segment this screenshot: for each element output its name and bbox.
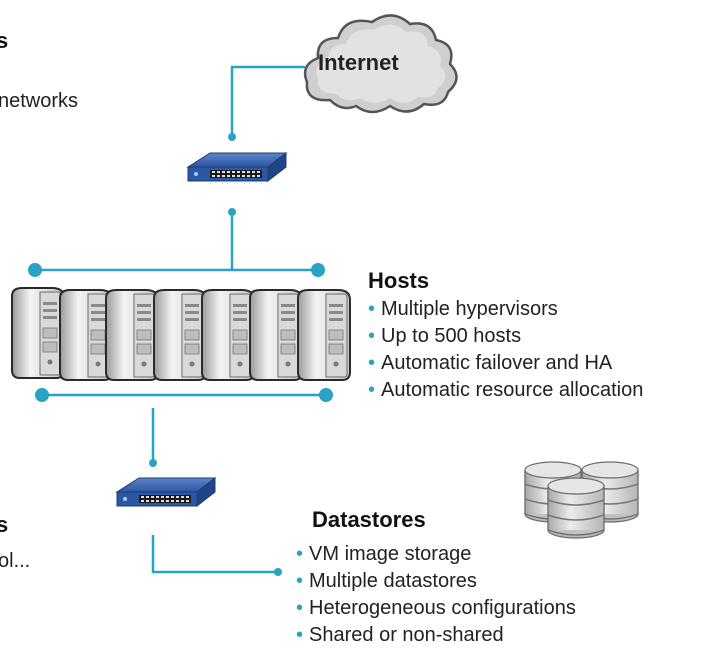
list-item: •Automatic resource allocation [368, 379, 644, 401]
bullet-icon: • [296, 624, 304, 646]
list-item: •Shared or non-shared [296, 624, 504, 646]
server-tower-icon [297, 289, 351, 381]
list-item: •Heterogeneous configurations [296, 597, 576, 619]
left-cut-bottom-heading: s [0, 512, 9, 537]
list-item: •Multiple hypervisors [368, 298, 558, 320]
server-tower-icon [153, 289, 207, 381]
left-cut-bottom-text: ol... [0, 550, 31, 572]
server-tower-icon [201, 289, 255, 381]
bullet-icon: • [296, 570, 304, 592]
server-tower-icon [105, 289, 159, 381]
hosts-section: Hosts •Multiple hypervisors •Up to 500 h… [368, 268, 643, 404]
bullet-icon: • [296, 543, 304, 565]
internet-link-line [230, 65, 305, 137]
server-tower-icon [11, 287, 65, 379]
list-item: •Automatic failover and HA [368, 352, 613, 374]
bullet-icon: • [368, 325, 376, 347]
datastores-section: Datastores •VM image storage •Multiple d… [296, 507, 576, 649]
server-tower-icon [59, 289, 113, 381]
datastores-list: •VM image storage •Multiple datastores •… [296, 541, 576, 649]
left-cut-top-heading: s [0, 28, 9, 53]
bullet-icon: • [296, 597, 304, 619]
bullet-icon: • [368, 379, 376, 401]
host-servers [11, 287, 351, 381]
hosts-heading: Hosts [368, 268, 430, 293]
list-item: •Multiple datastores [296, 570, 477, 592]
bullet-icon: • [368, 298, 376, 320]
network-switch-icon [116, 477, 216, 507]
left-cut-top-text: networks [0, 90, 79, 112]
network-switch-icon [187, 152, 287, 182]
cloud-icon [303, 14, 458, 114]
hosts-list: •Multiple hypervisors •Up to 500 hosts •… [368, 296, 643, 404]
bullet-icon: • [368, 352, 376, 374]
switch-to-datastore-line [151, 535, 278, 574]
list-item: •Up to 500 hosts [368, 325, 522, 347]
datastores-heading: Datastores [312, 507, 426, 532]
list-item: •VM image storage [296, 543, 472, 565]
server-tower-icon [249, 289, 303, 381]
